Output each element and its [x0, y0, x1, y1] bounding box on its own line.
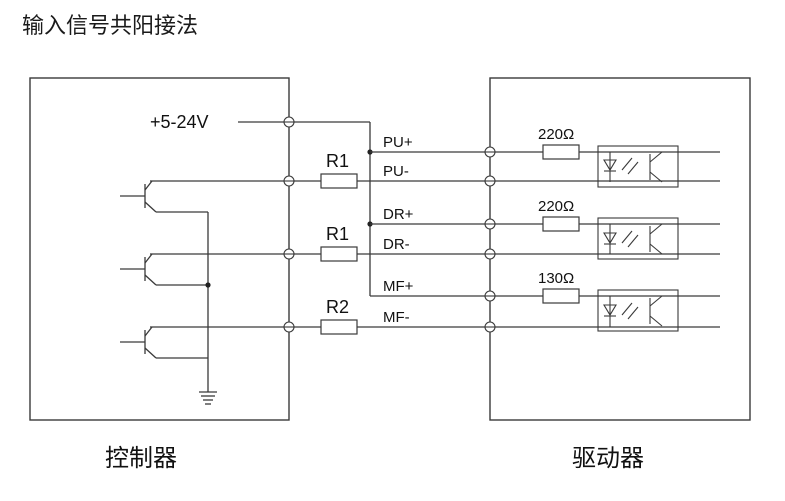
driver-label: 驱动器 [572, 444, 644, 472]
transistor-1 [120, 180, 208, 213]
series-resistor-3 [320, 319, 358, 335]
ground-icon [199, 391, 217, 405]
series-resistor-1 [320, 173, 358, 189]
transistor-2 [120, 253, 208, 286]
series-resistor-label-1: R1 [326, 151, 349, 171]
signal-label-mf-plus: MF+ [383, 278, 414, 295]
optocoupler-1 [597, 145, 679, 188]
signal-label-mf-minus: MF- [383, 309, 410, 326]
optocoupler-2 [597, 217, 679, 260]
page-title: 输入信号共阳接法 [22, 14, 199, 39]
input-resistor-2 [542, 216, 580, 232]
optocoupler-3 [597, 289, 679, 332]
driver-terminals [484, 146, 496, 333]
series-resistor-label-3: R2 [326, 297, 349, 317]
input-resistor-label-2: 220Ω [538, 198, 574, 215]
series-resistor-2 [320, 246, 358, 262]
input-resistor-3 [542, 288, 580, 304]
signal-label-pu-plus: PU+ [383, 134, 413, 151]
controller-label: 控制器 [105, 444, 177, 472]
driver-box [489, 77, 751, 421]
supply-label: +5-24V [150, 112, 209, 132]
transistor-3 [120, 326, 208, 359]
signal-label-pu-minus: PU- [383, 163, 409, 180]
input-resistor-label-1: 220Ω [538, 126, 574, 143]
signal-label-dr-plus: DR+ [383, 206, 414, 223]
input-resistor-1 [542, 144, 580, 160]
signal-label-dr-minus: DR- [383, 236, 410, 253]
series-resistor-label-2: R1 [326, 224, 349, 244]
input-resistor-label-3: 130Ω [538, 270, 574, 287]
controller-terminals [283, 116, 295, 333]
